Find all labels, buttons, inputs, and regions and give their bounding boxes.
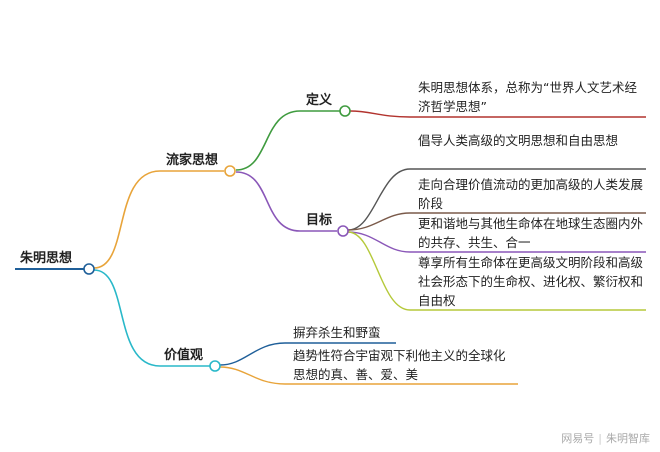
leaf-jiazhi-2: 趋势性符合宇宙观下利他主义的全球化思想的真、善、爱、美	[293, 348, 506, 382]
connector-mubiao-leaf-1	[347, 168, 646, 231]
node-root-dot[interactable]	[83, 263, 95, 275]
connector-dingyi-leaf	[349, 110, 646, 118]
connector-root-liujia	[93, 170, 224, 269]
node-liujia-label: 流家思想	[166, 153, 219, 168]
connector-liujia-mubiao	[235, 171, 337, 232]
node-mubiao-dot[interactable]	[337, 225, 349, 237]
watermark-right: 朱明智库	[606, 432, 650, 445]
connector-liujia-dingyi	[235, 110, 340, 171]
leaf-mubiao-4: 尊享所有生命体在更高级文明阶段和高级社会形态下的生命权、进化权、繁衍权和自由权	[418, 255, 644, 308]
connector-mubiao-leaf-4	[347, 231, 646, 311]
leaf-jiazhi-1: 摒弃杀生和野蛮	[293, 325, 381, 340]
leaf-mubiao-3: 更和谐地与其他生命体在地球生态圈内外的共存、共生、合一	[418, 216, 644, 250]
leaf-mubiao-2: 走向合理价值流动的更加高级的人类发展阶段	[418, 177, 644, 211]
connector-root-jiazhi	[93, 269, 210, 367]
watermark-separator: |	[598, 432, 602, 445]
watermark: 网易号| 朱明智库	[561, 430, 650, 446]
node-liujia-dot[interactable]	[224, 165, 236, 177]
node-jiazhi-dot[interactable]	[209, 360, 221, 372]
node-dingyi-label: 定义	[306, 93, 333, 108]
node-root-label: 朱明思想	[20, 251, 73, 266]
node-mubiao-label: 目标	[306, 213, 333, 228]
connector-jiazhi-leaf-1	[219, 342, 396, 366]
connector-mubiao-leaf-2	[347, 212, 646, 231]
node-jiazhi-label: 价值观	[164, 348, 204, 363]
connector-mubiao-leaf-3	[347, 231, 646, 253]
watermark-left: 网易号	[561, 432, 595, 445]
leaf-mubiao-1: 倡导人类高级的文明思想和自由思想	[418, 133, 619, 148]
leaf-dingyi: 朱明思想体系，总称为“世界人文艺术经济哲学思想”	[418, 80, 637, 114]
connector-jiazhi-leaf-2	[219, 366, 518, 385]
node-dingyi-dot[interactable]	[339, 105, 351, 117]
